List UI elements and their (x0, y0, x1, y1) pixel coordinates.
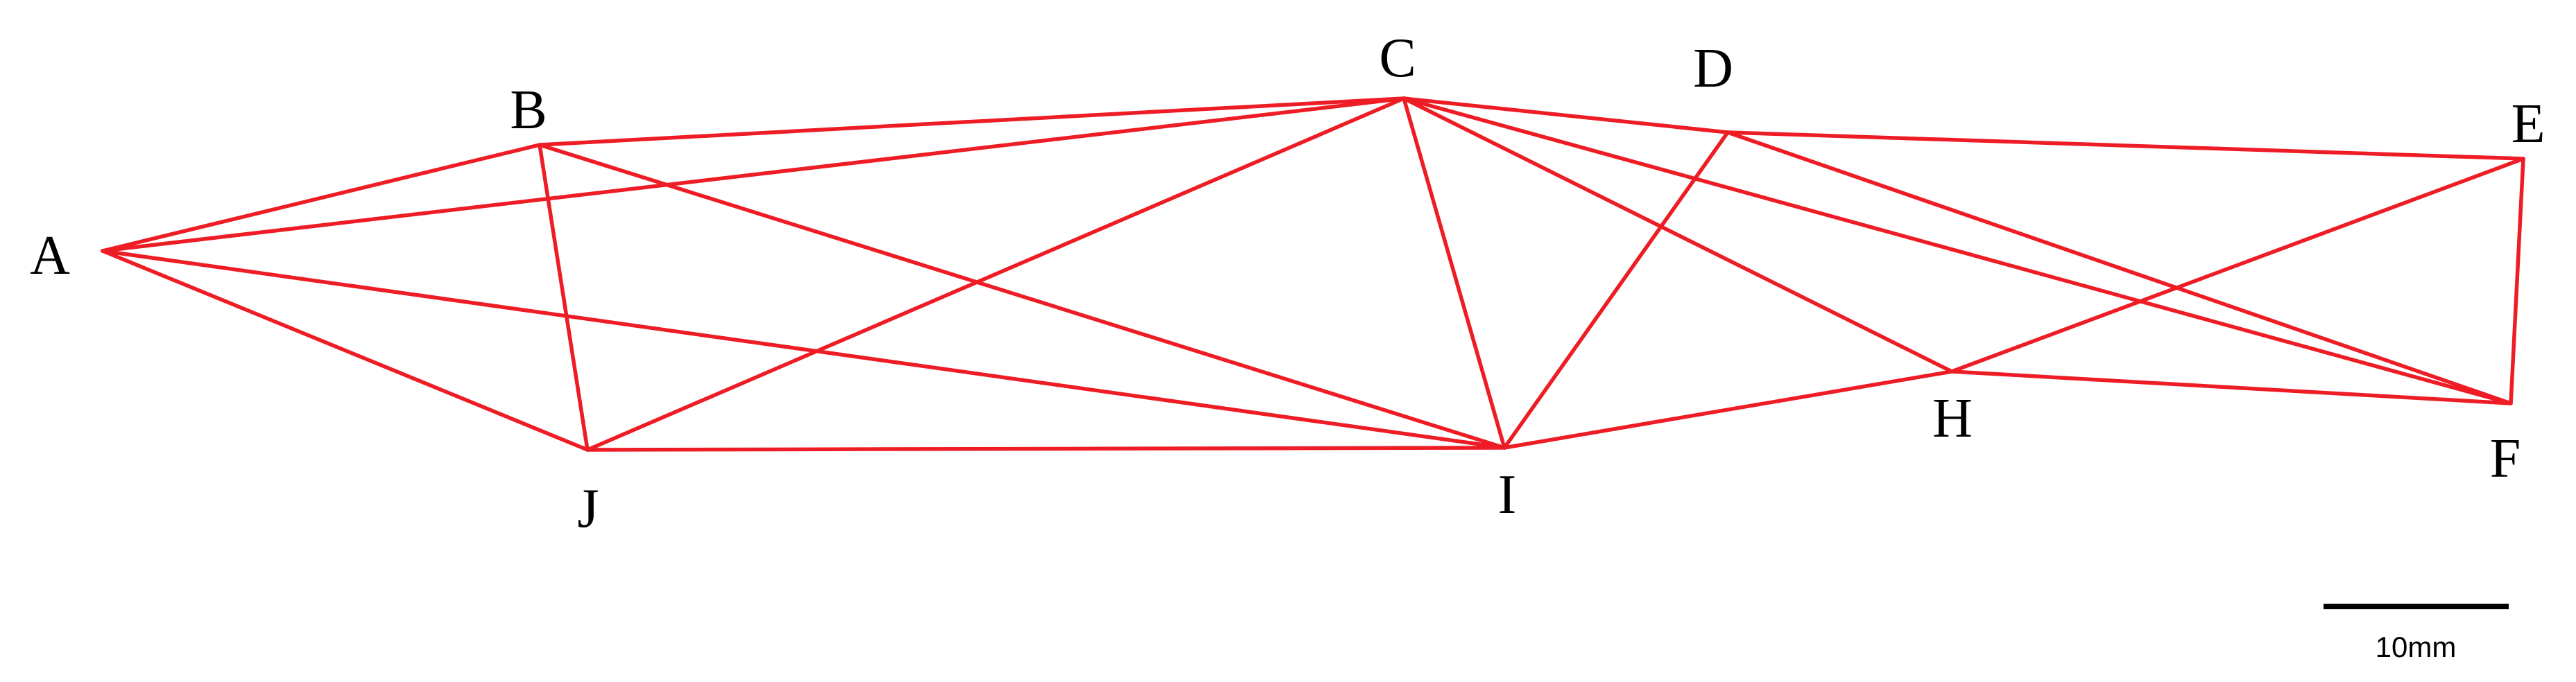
vertex-label-d: D (1693, 38, 1733, 99)
edge-e-f (2509, 157, 2525, 405)
edge-a-i (101, 249, 1506, 450)
edge-c-f (1402, 96, 2513, 405)
edge-a-c (101, 96, 1406, 253)
edge-b-i (538, 143, 1506, 450)
vertex-label-h: H (1932, 388, 1973, 449)
edge-b-j (538, 143, 590, 452)
edges-group (101, 96, 2525, 452)
edge-e-h (1950, 157, 2525, 374)
edge-d-i (1502, 130, 1730, 450)
vertex-labels-group: A B C D E F H I J (30, 28, 2545, 539)
edge-i-j (585, 446, 1506, 452)
edge-b-c (538, 96, 1406, 147)
edge-d-f (1726, 130, 2513, 405)
edge-d-e (1726, 130, 2525, 161)
vertex-label-c: C (1379, 28, 1416, 89)
edge-a-b (101, 143, 542, 253)
edge-c-i (1402, 96, 1506, 450)
vertex-label-j: J (577, 478, 599, 539)
edge-h-f (1950, 369, 2513, 405)
scale-bar-group: 10mm (2324, 604, 2509, 663)
vertex-label-b: B (510, 80, 547, 141)
vertex-label-f: F (2490, 428, 2521, 489)
vertex-label-i: I (1498, 464, 1517, 525)
vertex-label-e: E (2511, 94, 2545, 155)
scale-bar-label: 10mm (2376, 631, 2457, 663)
vertex-label-a: A (30, 225, 70, 286)
edge-h-i (1502, 369, 1954, 450)
edge-a-j (101, 249, 590, 452)
edge-c-j (585, 96, 1406, 452)
edge-c-h (1402, 96, 1954, 374)
edge-c-d (1402, 96, 1730, 134)
